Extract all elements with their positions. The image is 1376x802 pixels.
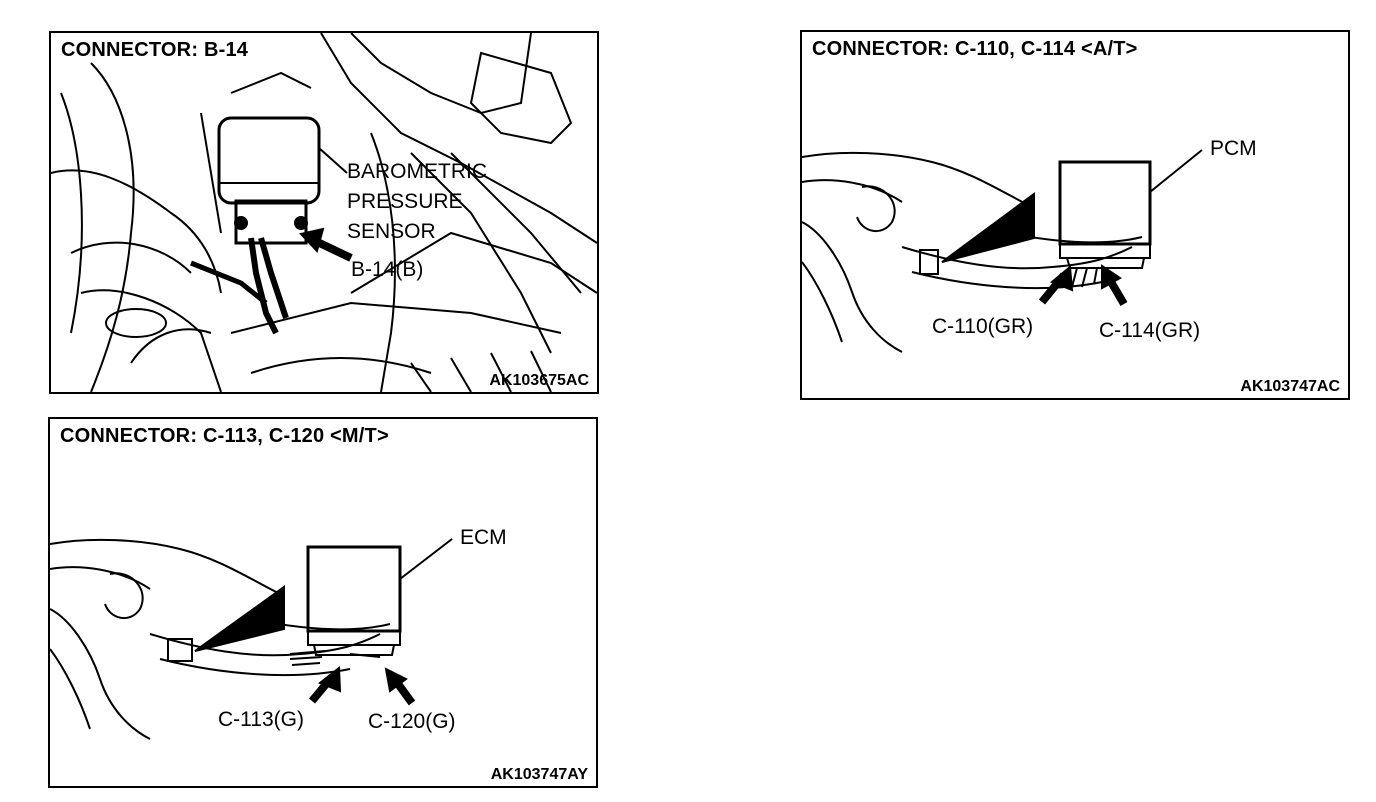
connector-right-label: C-114(GR) [1099,319,1201,342]
connector-left-label: C-113(G) [218,708,304,731]
connector-b14-panel: CONNECTOR: B-14 BAROMETRIC PRESSURE SENS… [49,31,599,394]
connector-right-label: C-120(G) [368,710,456,733]
connector-label: B-14(B) [351,258,424,281]
panel-title: CONNECTOR: B-14 [61,39,249,61]
figure-id: AK103675AC [489,372,589,389]
sensor-label-line2: PRESSURE [347,190,463,213]
figure-id: AK103747AC [1240,378,1340,395]
dashboard-illustration [50,419,596,786]
connector-c113-c120-panel: CONNECTOR: C-113, C-120 <M/T> ECM C-113(… [48,417,598,788]
dashboard-illustration [802,32,1348,398]
sensor-label-line1: BAROMETRIC [347,160,488,183]
panel-title: CONNECTOR: C-110, C-114 <A/T> [812,38,1138,60]
connector-left-label: C-110(GR) [932,315,1034,338]
panel-title: CONNECTOR: C-113, C-120 <M/T> [60,425,389,447]
module-label: PCM [1210,137,1257,160]
figure-id: AK103747AY [490,766,588,783]
engine-bay-illustration [51,33,597,392]
module-label: ECM [460,526,507,549]
sensor-label-line3: SENSOR [347,220,436,243]
connector-c110-c114-panel: CONNECTOR: C-110, C-114 <A/T> PCM C-110(… [800,30,1350,400]
